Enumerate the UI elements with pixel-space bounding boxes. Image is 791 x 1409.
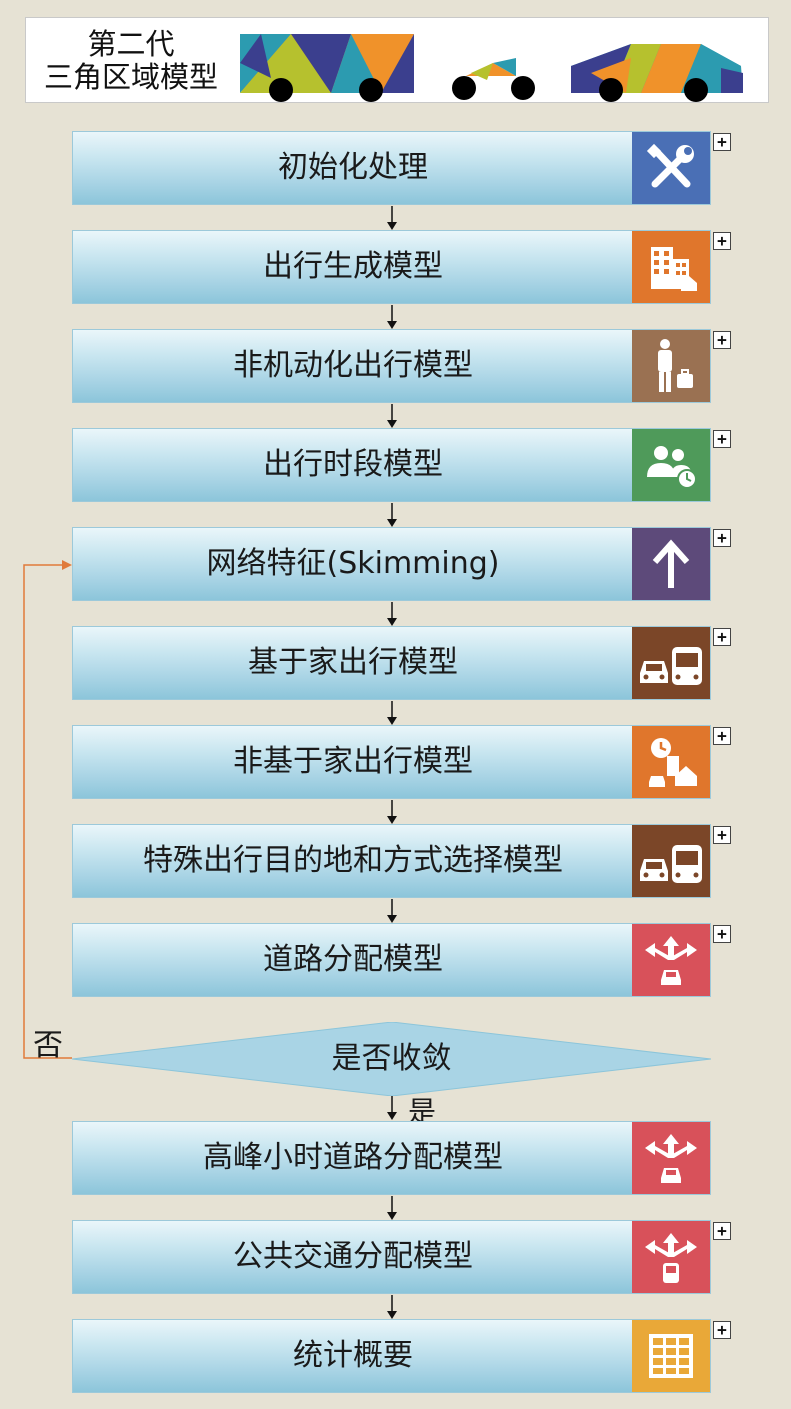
step-label: 特殊出行目的地和方式选择模型	[143, 843, 563, 878]
expand-button[interactable]: +	[713, 826, 731, 844]
step-label: 统计概要	[293, 1338, 413, 1373]
step-label: 初始化处理	[278, 150, 428, 185]
step-label: 非机动化出行模型	[233, 348, 473, 383]
step-skimming[interactable]: 网络特征(Skimming)	[72, 527, 711, 601]
expand-button[interactable]: +	[713, 232, 731, 250]
vehicles-illustration	[240, 34, 743, 102]
step-peak-hour-road-assignment[interactable]: 高峰小时道路分配模型	[72, 1121, 711, 1195]
flow-arrow	[387, 800, 397, 824]
convergence-decision: 是否收敛	[72, 1022, 711, 1096]
flow-arrow	[387, 1196, 397, 1220]
road-split-bus-icon	[632, 1221, 710, 1293]
businessman-icon	[632, 330, 710, 402]
flow-arrow	[387, 206, 397, 230]
step-transit-assignment[interactable]: 公共交通分配模型	[72, 1220, 711, 1294]
header-banner: 第二代 三角区域模型	[25, 17, 769, 103]
flow-arrow	[387, 503, 397, 527]
car-bus-icon	[632, 825, 710, 897]
step-label: 出行时段模型	[263, 447, 443, 482]
expand-button[interactable]: +	[713, 925, 731, 943]
building-icon	[632, 231, 710, 303]
expand-button[interactable]: +	[713, 133, 731, 151]
step-non-home-based[interactable]: 非基于家出行模型	[72, 725, 711, 799]
bus-illustration	[240, 34, 414, 102]
car-illustration	[571, 44, 743, 102]
step-label: 出行生成模型	[263, 249, 443, 284]
car-bus-icon	[632, 627, 710, 699]
flow-arrow	[387, 1295, 397, 1319]
step-label: 道路分配模型	[263, 942, 443, 977]
step-label: 网络特征(Skimming)	[206, 546, 500, 581]
road-split-icon	[632, 924, 710, 996]
step-nonmotorized[interactable]: 非机动化出行模型	[72, 329, 711, 403]
step-label: 高峰小时道路分配模型	[203, 1140, 503, 1175]
people-clock-icon	[632, 429, 710, 501]
step-road-assignment[interactable]: 道路分配模型	[72, 923, 711, 997]
arrow-up-icon	[632, 528, 710, 600]
step-label: 公共交通分配模型	[233, 1239, 473, 1274]
expand-button[interactable]: +	[713, 628, 731, 646]
clock-house-icon	[632, 726, 710, 798]
step-time-of-day[interactable]: 出行时段模型	[72, 428, 711, 502]
flow-arrow	[387, 305, 397, 329]
decision-label: 是否收敛	[331, 1041, 452, 1076]
expand-button[interactable]: +	[713, 1222, 731, 1240]
expand-button[interactable]: +	[713, 331, 731, 349]
expand-button[interactable]: +	[713, 529, 731, 547]
flow-arrow	[387, 404, 397, 428]
model-title-line2: 三角区域模型	[43, 60, 218, 94]
road-split-icon	[632, 1122, 710, 1194]
step-trip-generation[interactable]: 出行生成模型	[72, 230, 711, 304]
model-title-line1: 第二代	[87, 27, 175, 61]
step-home-based[interactable]: 基于家出行模型	[72, 626, 711, 700]
grid-icon	[632, 1320, 710, 1392]
expand-button[interactable]: +	[713, 430, 731, 448]
step-label: 基于家出行模型	[248, 645, 458, 680]
step-init[interactable]: 初始化处理	[72, 131, 711, 205]
expand-button[interactable]: +	[713, 727, 731, 745]
flow-arrow	[387, 602, 397, 626]
step-summary-statistics[interactable]: 统计概要	[72, 1319, 711, 1393]
step-label: 非基于家出行模型	[233, 744, 473, 779]
flow-arrow	[387, 1096, 397, 1120]
bicycle-illustration	[452, 58, 535, 100]
step-special-destination-mode[interactable]: 特殊出行目的地和方式选择模型	[72, 824, 711, 898]
tools-icon	[632, 132, 710, 204]
expand-button[interactable]: +	[713, 1321, 731, 1339]
decision-no-label: 否	[33, 1028, 63, 1063]
flow-arrow	[387, 701, 397, 725]
model-title: 第二代 三角区域模型	[36, 28, 226, 94]
flow-arrow	[387, 899, 397, 923]
